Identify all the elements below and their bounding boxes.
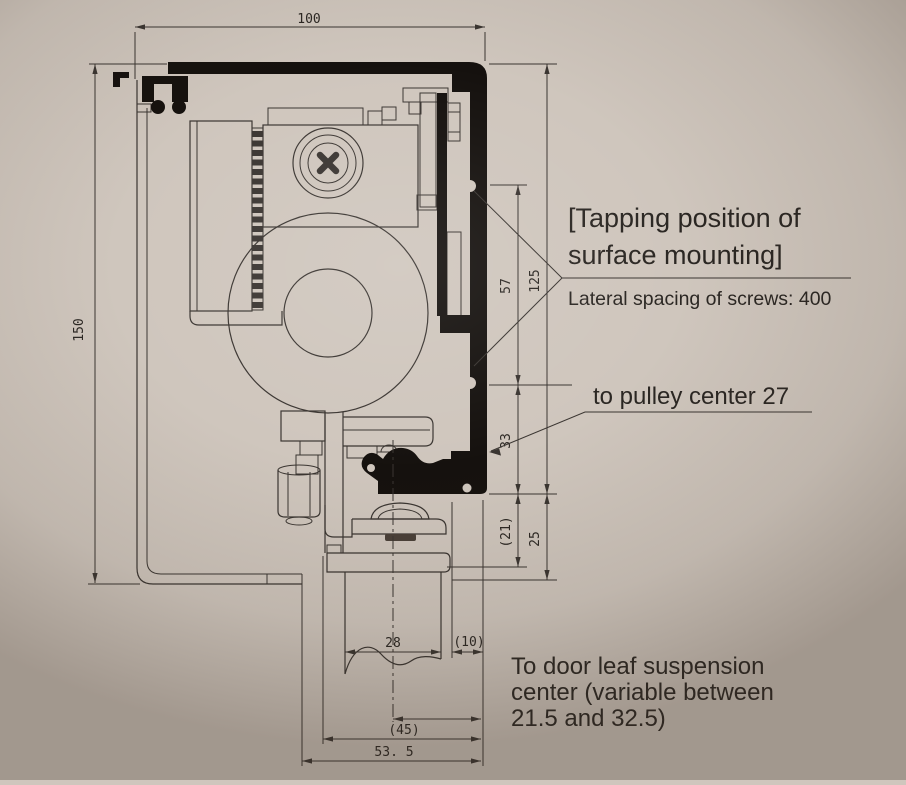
arrowhead bbox=[515, 557, 521, 567]
adjuster-shaft bbox=[295, 454, 319, 475]
tapping-note-line2: surface mounting] bbox=[568, 240, 783, 270]
arrowhead bbox=[135, 24, 145, 30]
motor-foot bbox=[189, 311, 283, 326]
adjuster-block bbox=[280, 410, 326, 442]
gearbox-housing bbox=[262, 124, 419, 228]
arrowhead bbox=[471, 716, 481, 722]
arrowhead bbox=[92, 573, 98, 583]
arrowhead bbox=[302, 758, 312, 764]
dim-label-28: 28 bbox=[385, 636, 401, 651]
screw-head-inner bbox=[307, 142, 349, 184]
housing-outer-wall bbox=[136, 80, 302, 585]
arrowhead bbox=[515, 494, 521, 504]
arrowhead bbox=[515, 375, 521, 385]
coupler-block-b bbox=[381, 106, 397, 121]
door-clamp-plate bbox=[326, 552, 451, 573]
dome-bolt-inner bbox=[377, 508, 423, 520]
door-note-line2: center (variable between bbox=[511, 679, 774, 706]
tensioner-bolt bbox=[447, 102, 461, 142]
tensioner-nut bbox=[408, 101, 422, 115]
door-note-line3: 21.5 and 32.5) bbox=[511, 705, 666, 732]
arrowhead bbox=[489, 448, 501, 456]
tensioner-plate bbox=[419, 92, 437, 208]
tensioner-bolt-inner bbox=[447, 111, 461, 133]
door-clamp-left-tab bbox=[326, 544, 342, 554]
arrowhead bbox=[323, 736, 333, 742]
pulley-leader-line bbox=[490, 411, 812, 452]
dim-label-125: 125 bbox=[528, 269, 543, 292]
rail-clip-bump-right bbox=[172, 100, 186, 114]
pulley-center-note: to pulley center 27 bbox=[593, 383, 789, 410]
dim-label-10: (10) bbox=[453, 635, 484, 650]
dim-label-25: 25 bbox=[528, 531, 543, 547]
suspension-nut-block bbox=[385, 534, 416, 541]
arrowhead bbox=[345, 649, 355, 655]
drive-pulley-hub bbox=[283, 268, 373, 358]
dim-label-53-5: 53. 5 bbox=[374, 745, 413, 760]
rail-profile bbox=[113, 62, 487, 494]
screw-head-mid bbox=[299, 134, 357, 192]
arrowhead bbox=[471, 736, 481, 742]
arrowhead bbox=[452, 649, 462, 655]
rail-curl-hole bbox=[367, 464, 375, 472]
dimension-annotations: 100 150 57 33 (21) 125 bbox=[72, 12, 572, 766]
arrowhead bbox=[515, 385, 521, 395]
rail-lip-notch bbox=[462, 483, 472, 493]
side-bracket-hook bbox=[113, 72, 129, 87]
arrowhead bbox=[431, 649, 441, 655]
arrowhead bbox=[544, 494, 550, 504]
hex-bolt-washer bbox=[285, 516, 313, 526]
arrowhead bbox=[473, 649, 483, 655]
adjuster-spacer bbox=[299, 440, 323, 456]
arrowhead bbox=[393, 716, 403, 722]
arrowhead bbox=[515, 484, 521, 494]
toothed-belt-strip bbox=[437, 93, 447, 316]
rail-clip-bump-left bbox=[151, 100, 165, 114]
arrowhead bbox=[475, 24, 485, 30]
suspension-arm-plate bbox=[352, 518, 447, 535]
door-note-line1: To door leaf suspension bbox=[511, 653, 765, 680]
door-break-line bbox=[344, 646, 442, 675]
dim-label-top-width: 100 bbox=[297, 12, 320, 27]
tapping-boss-upper bbox=[464, 180, 476, 192]
arrowhead bbox=[515, 185, 521, 195]
tapping-boss-lower bbox=[464, 377, 476, 389]
housing-wall-notch bbox=[136, 103, 152, 113]
drive-pulley bbox=[227, 212, 429, 414]
dome-bolt-head bbox=[370, 502, 430, 520]
dim-label-45: (45) bbox=[388, 723, 419, 738]
leader-annotations: [Tapping position of surface mounting] L… bbox=[473, 190, 851, 732]
tapping-note-line1: [Tapping position of bbox=[568, 203, 801, 233]
dim-label-left-height: 150 bbox=[72, 318, 87, 341]
arrowhead bbox=[92, 64, 98, 74]
arrowhead bbox=[471, 758, 481, 764]
housing-outline bbox=[136, 80, 303, 585]
belt-clamp-housing bbox=[343, 416, 434, 447]
gearbox-top-plate bbox=[267, 107, 364, 126]
housing-inner-wall bbox=[146, 108, 302, 575]
arrowhead bbox=[544, 64, 550, 74]
arrowhead bbox=[544, 570, 550, 580]
lateral-spacing-note: Lateral spacing of screws: 400 bbox=[568, 288, 832, 310]
dim-label-33: 33 bbox=[499, 433, 514, 449]
dim-label-57: 57 bbox=[499, 278, 514, 294]
rail-left-clip-slot bbox=[154, 84, 172, 102]
coupler-block-a bbox=[367, 110, 383, 126]
motor-body bbox=[189, 120, 253, 312]
hex-bolt-body bbox=[277, 470, 321, 518]
suspension-arm-bend bbox=[324, 505, 353, 538]
tensioner-cap bbox=[402, 87, 449, 103]
drive-mechanism bbox=[189, 87, 462, 414]
phillips-cross-icon bbox=[316, 151, 340, 175]
side-plate bbox=[446, 231, 462, 317]
dim-label-21: (21) bbox=[499, 516, 514, 547]
door-leaf bbox=[326, 544, 451, 675]
arrowhead bbox=[544, 484, 550, 494]
screw-head-outer bbox=[292, 127, 364, 199]
